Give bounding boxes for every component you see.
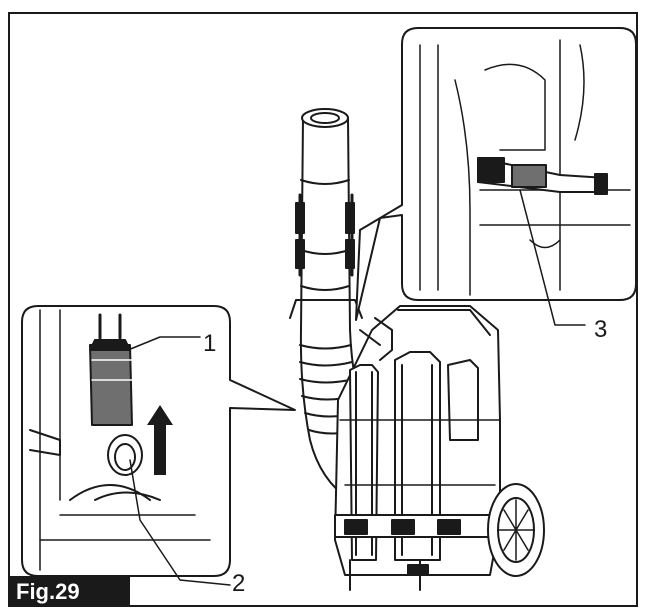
- inset-right: [355, 27, 637, 326]
- connector-plug: [89, 313, 133, 426]
- inset-left: [21, 305, 296, 586]
- backpack-body: [334, 305, 545, 591]
- callout-1: 1: [203, 330, 217, 357]
- blower-tube: [289, 108, 366, 501]
- figure-label: Fig.29: [8, 576, 130, 607]
- strap-buckle: [477, 157, 608, 195]
- callout-3: 3: [594, 316, 608, 343]
- fan-grille: [487, 483, 545, 577]
- receptacle: [94, 434, 161, 501]
- callout-2: 2: [232, 570, 246, 597]
- arrow-up-icon: [147, 405, 173, 475]
